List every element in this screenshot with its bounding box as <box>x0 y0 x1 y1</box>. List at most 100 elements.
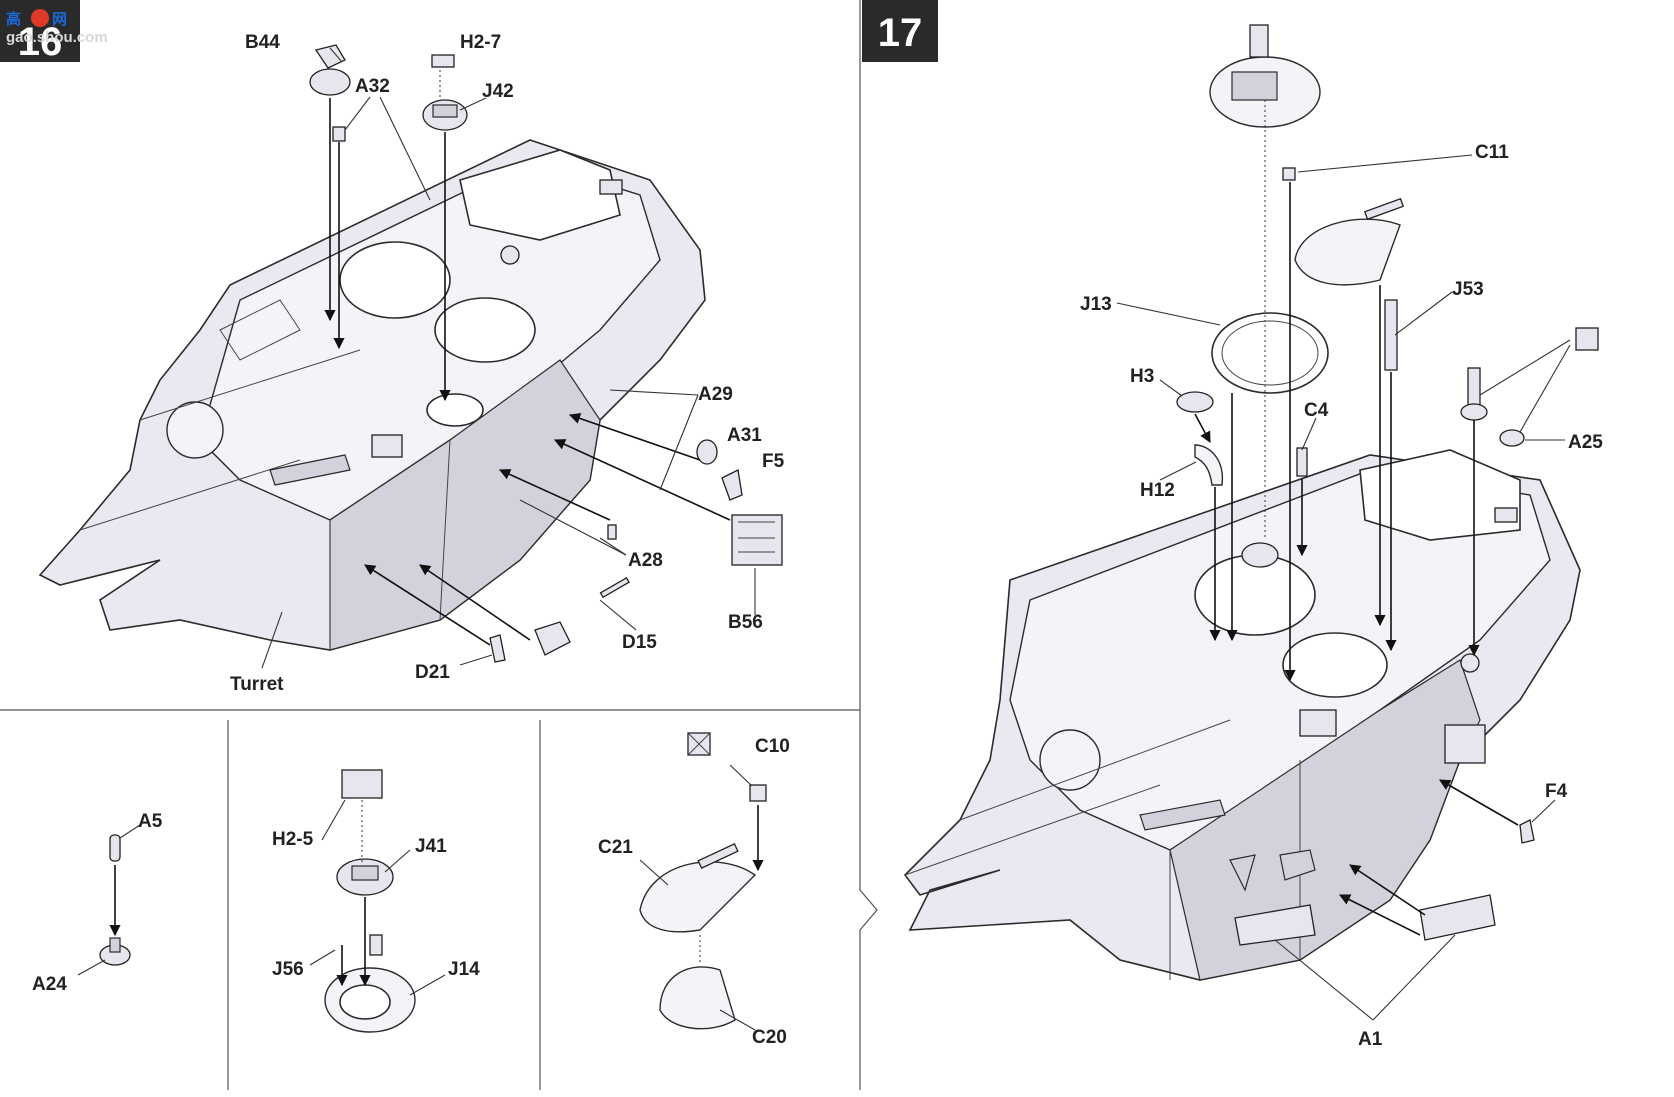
lead-d21 <box>459 654 493 666</box>
j14-fitting <box>369 934 383 956</box>
lead-turret <box>261 611 283 669</box>
right-turret-skirt <box>1169 659 1481 981</box>
label-b56: B56 <box>728 612 763 633</box>
label-h2-5: H2-5 <box>272 829 314 850</box>
label-a31: A31 <box>727 425 762 446</box>
watermark-logo-text: 网 <box>52 11 67 28</box>
label-j13: J13 <box>1080 294 1112 315</box>
lead-c21 <box>639 859 669 886</box>
do-not-glue-cross <box>687 732 711 756</box>
lead-a5 <box>119 824 141 839</box>
label-c4: C4 <box>1304 400 1329 421</box>
lead-h12 <box>1159 461 1197 481</box>
a25-stud <box>1467 367 1481 409</box>
label-d21: D21 <box>415 662 450 683</box>
h3-arrow <box>1194 413 1211 443</box>
hatch-fitting-top <box>1249 24 1269 58</box>
lead-a29-2 <box>659 394 699 491</box>
j41-periscope <box>351 865 379 881</box>
label-j42: J42 <box>482 81 514 102</box>
label-h12: H12 <box>1140 480 1175 501</box>
c10-part <box>749 784 767 802</box>
label-j41: J41 <box>415 836 447 857</box>
a1-track-links-right <box>1419 894 1496 941</box>
right-exploded-parts <box>1176 24 1599 946</box>
left-labels: B44 H2-7 A32 J42 A29 A31 F5 A28 B56 D15 … <box>230 32 785 695</box>
b56-detail <box>738 521 775 553</box>
label-turret: Turret <box>230 674 284 695</box>
label-c20: C20 <box>752 1027 787 1048</box>
lead-f4 <box>1531 799 1556 823</box>
c21-part <box>639 861 757 933</box>
a31-arrow <box>568 413 701 461</box>
j13-inner <box>1221 320 1319 386</box>
left-exploded-parts <box>309 44 783 663</box>
f4-part <box>1519 819 1535 844</box>
j53-part <box>1384 299 1398 371</box>
watermark-prefix: 高 <box>6 10 21 28</box>
label-d15: D15 <box>622 632 657 653</box>
right-installed-ring <box>1241 542 1279 568</box>
sub-panel-a: A5 A24 <box>32 811 163 995</box>
a28-part <box>607 524 617 540</box>
a1-track-links-left <box>1234 904 1316 946</box>
b56-part <box>731 514 783 566</box>
step-17-badge: 17 <box>862 0 938 62</box>
right-leaders <box>1116 154 1571 1021</box>
label-f5: F5 <box>762 451 785 472</box>
label-j14: J14 <box>448 959 480 980</box>
j14-ring <box>339 984 391 1020</box>
right-panel-lines <box>904 719 1301 980</box>
a25-part <box>1499 429 1525 447</box>
label-a1: A1 <box>1358 1029 1383 1050</box>
lead-j14 <box>409 974 446 996</box>
right-installed-j42 <box>1299 709 1337 737</box>
right-fitting <box>1460 653 1480 673</box>
optional-parts-icon <box>1575 327 1599 351</box>
lead-j13 <box>1116 302 1221 326</box>
label-j53: J53 <box>1452 279 1484 300</box>
a5-part <box>109 834 121 862</box>
label-a28: A28 <box>628 550 663 571</box>
f4-arrow <box>1439 779 1519 826</box>
label-c21: C21 <box>598 837 633 858</box>
watermark-logo-icon <box>31 9 49 27</box>
label-f4: F4 <box>1545 781 1568 802</box>
right-gunner-hatch-opening <box>1282 632 1388 698</box>
step-number: 17 <box>878 11 923 55</box>
right-installed-b56 <box>1444 724 1486 764</box>
h3-part <box>1176 391 1214 413</box>
sub-panel-b: H2-5 J41 J56 J14 <box>272 769 480 1033</box>
lead-c11 <box>1297 154 1473 173</box>
lead-c10 <box>729 764 753 787</box>
watermark-badge: 16 高 网 gao.shou.com <box>0 0 108 64</box>
label-a5: A5 <box>138 811 163 832</box>
a1-arrow-1 <box>1349 864 1426 916</box>
label-h2-7: H2-7 <box>460 32 501 53</box>
right-labels: C11 J13 J53 H3 C4 H12 A25 F4 A1 <box>1080 142 1603 1050</box>
c4-part <box>1296 447 1308 477</box>
label-c10: C10 <box>755 736 790 757</box>
left-fitting <box>500 245 520 265</box>
lead-a24 <box>77 959 106 976</box>
c20-part <box>659 966 736 1030</box>
d21-arrow <box>364 564 491 646</box>
d15-arrow <box>419 564 531 641</box>
step-number-left: 16 <box>18 20 63 64</box>
left-rear-box <box>599 179 623 195</box>
h2-7-part <box>431 54 455 68</box>
lead-j53 <box>1394 291 1453 336</box>
a24-stud <box>109 937 121 953</box>
sub-panel-c: C10 C21 C20 <box>598 732 790 1048</box>
left-rear-cutout <box>459 149 621 241</box>
right-turret-assembly <box>903 449 1581 981</box>
hatch-cover-part <box>1294 218 1401 286</box>
lead-c4 <box>1301 417 1317 451</box>
panel-frames <box>0 0 878 1090</box>
left-turret-skirt <box>329 359 601 651</box>
left-vent <box>371 434 403 458</box>
a32-part <box>332 126 346 142</box>
lead-a32-2 <box>379 96 431 201</box>
lead-d15 <box>599 599 637 631</box>
lead-j42 <box>459 97 487 111</box>
